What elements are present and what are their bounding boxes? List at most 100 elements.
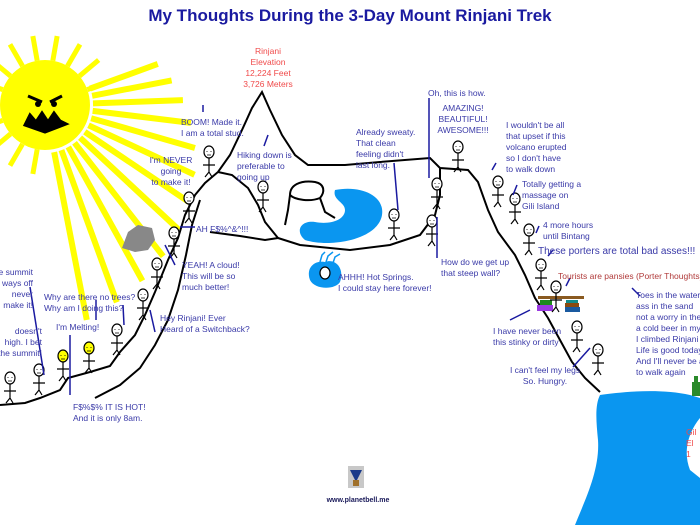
caption-line: BOOM! Made it. — [181, 117, 242, 127]
caption-line: 4 more hours — [543, 220, 594, 230]
sun-ray — [58, 149, 120, 304]
caption-line: So. Hungry. — [522, 376, 568, 386]
speech-pointer — [565, 277, 571, 287]
caption-porters: These porters are total bad asses!!! — [538, 246, 695, 257]
caption-line: to walk down — [506, 164, 556, 174]
page-title: My Thoughts During the 3-Day Mount Rinja… — [148, 6, 552, 25]
speech-pointer — [122, 304, 125, 326]
sun-ray — [0, 132, 13, 147]
speech-pointer — [491, 162, 497, 171]
caption-line: I'm NEVER — [149, 155, 193, 165]
stick-figure-icon — [83, 341, 95, 374]
caption-line: massage on — [522, 190, 569, 200]
speech-pointer — [164, 244, 176, 266]
caption-line: ass in the sand — [636, 301, 694, 311]
caption-line: Gili Island — [522, 201, 560, 211]
caption-line: 12,224 Feet — [245, 68, 291, 78]
caption-line: AH F$%^&^!!! — [196, 224, 249, 234]
stick-figure-icon — [535, 258, 547, 291]
caption-line: this stinky or dirty — [493, 337, 559, 347]
stick-figure-icon — [203, 145, 215, 178]
caption-line: until Bintang — [543, 231, 590, 241]
caption-line: Hiking down is — [237, 150, 292, 160]
speech-pointer — [29, 286, 45, 376]
stick-figure-icon — [509, 192, 521, 225]
logo-icon — [348, 466, 364, 488]
sun-ray — [86, 78, 112, 92]
caption-line: I'm Melting! — [56, 322, 100, 332]
caption-line: I can't feel my legs — [509, 365, 581, 375]
hot-spring-icon — [319, 266, 331, 280]
caption-line: high. I bet — [4, 337, 42, 347]
caption-line: not a worry in the — [636, 312, 700, 322]
stick-figure-icon — [388, 208, 400, 241]
caption-line: AWESOME!!! — [437, 125, 489, 135]
sun-ray — [87, 122, 196, 178]
caption-pansies: Tourists are pansies (Porter Thoughts) — [558, 271, 700, 282]
caption-line: that upset if this — [506, 131, 566, 141]
sun-ray — [0, 63, 13, 78]
caption-line: And it is only 8am. — [73, 413, 143, 423]
caption-line: Toes in the water — [636, 290, 700, 300]
caption-line: 1 — [686, 449, 691, 459]
stick-figure-icon — [137, 288, 149, 321]
caption-ah: AH F$%^&^!!! — [196, 224, 248, 235]
caption-line: Gil — [686, 427, 697, 437]
speech-pointer — [149, 309, 156, 333]
sun-ray — [51, 151, 90, 321]
stick-figure-icon — [592, 343, 604, 376]
sun-ray — [90, 115, 196, 151]
stick-figure-icon — [523, 223, 535, 256]
caption-line: BEAUTIFUL! — [438, 114, 488, 124]
caption-line: never — [11, 289, 33, 299]
caption-melting: I'm Melting! — [56, 322, 99, 333]
caption-line: 3,726 Meters — [243, 79, 293, 89]
caption-amazing: AMAZING!BEAUTIFUL!AWESOME!!! — [436, 103, 490, 136]
stick-figure-icon — [452, 140, 464, 173]
sun-ray — [0, 85, 4, 92]
steam — [319, 251, 341, 264]
stick-figure-icon — [183, 191, 195, 224]
speech-pointer — [393, 162, 399, 211]
caption-line: going up — [237, 172, 270, 182]
caption-line: Oh, this is how. — [428, 88, 486, 98]
caption-hot: F$%$% IT IS HOT!And it is only 8am. — [73, 402, 146, 424]
caption-line: I have never been — [493, 326, 562, 336]
caption-line: a cold beer in my — [636, 323, 700, 333]
sun-ray — [78, 135, 181, 232]
caption-line: This will be so — [182, 271, 236, 281]
stick-figure-icon — [33, 363, 45, 396]
caption-line: AMAZING! — [442, 103, 484, 113]
caption-line: the summit! — [0, 348, 42, 358]
caption-line: feeling didn't — [356, 149, 404, 159]
sun-ray — [83, 129, 191, 205]
beer-bottle-icon — [692, 376, 700, 396]
speech-pointer — [572, 347, 591, 368]
caption-line: much better! — [182, 282, 230, 292]
caption-line: And I'll never be a — [636, 356, 700, 366]
stick-figure-icon — [431, 177, 443, 210]
sun-ray — [77, 58, 101, 78]
caption-line: Already sweaty. — [356, 127, 416, 137]
caption-line: Why are there no trees? — [44, 292, 136, 302]
porter-loads — [537, 296, 584, 312]
caption-line: I climbed Rinjani — [636, 334, 699, 344]
website-link[interactable]: www.planetbell.me — [326, 497, 390, 504]
caption-line: Totally getting a — [522, 179, 582, 189]
sun-ray — [65, 43, 83, 68]
caption-line: Rinjani — [255, 46, 281, 56]
stick-figure-icon — [550, 280, 562, 313]
sun-icon — [0, 35, 196, 321]
sun-ray — [92, 97, 184, 107]
speech-pointer — [631, 287, 641, 297]
caption-line: I wouldn't be all — [506, 120, 565, 130]
